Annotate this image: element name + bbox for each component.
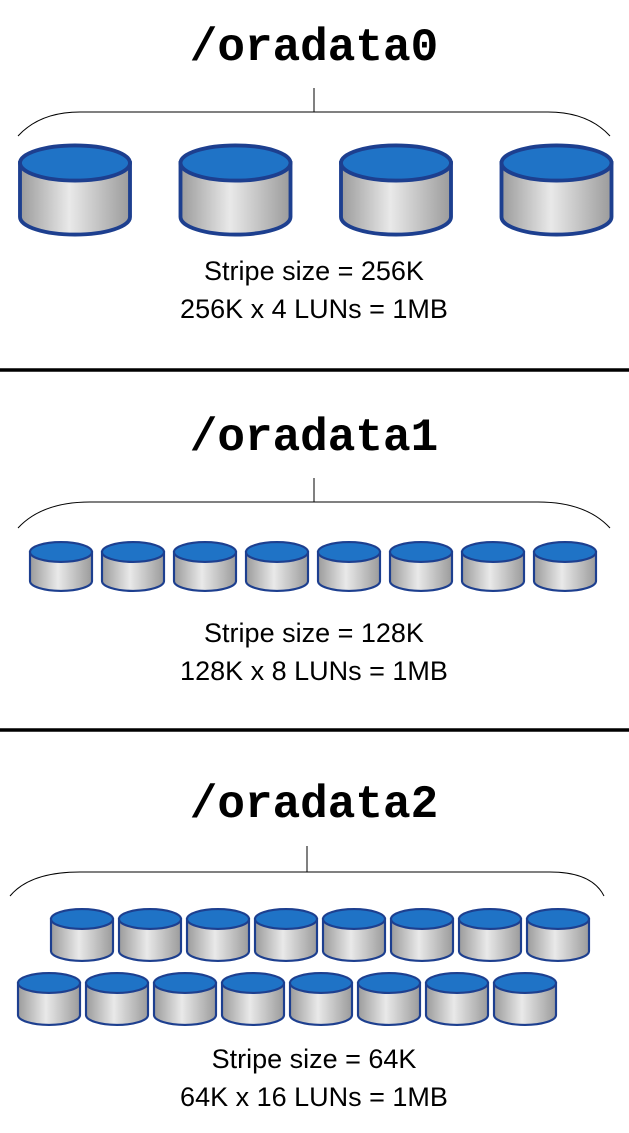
lun-disk-group <box>16 907 591 1026</box>
disk-lun-icon <box>18 143 132 237</box>
group-brace <box>17 88 611 137</box>
stripe-math-label: 64K x 16 LUNs = 1MB <box>180 1082 448 1112</box>
disk-lun-icon <box>388 540 454 592</box>
disk-lun-icon <box>253 907 319 962</box>
section-oradata2: /oradata2 Stripe size = 64K 64K x 16 LUN… <box>9 779 605 1112</box>
stripe-size-label: Stripe size = 64K <box>212 1044 417 1074</box>
section-title: /oradata2 <box>190 779 438 831</box>
disk-lun-icon <box>499 143 614 237</box>
disk-lun-icon <box>339 143 453 237</box>
disk-lun-icon <box>525 907 591 962</box>
section-oradata1: /oradata1 Stripe size = 128K 128K x 8 LU… <box>17 412 611 686</box>
lun-disk-group <box>18 143 614 237</box>
disk-lun-icon <box>16 971 82 1026</box>
lun-disk-group <box>28 540 598 592</box>
stripe-size-label: Stripe size = 256K <box>204 256 424 286</box>
section-oradata0: /oradata0 Stripe size = 256K 256K x 4 LU… <box>17 22 614 324</box>
disk-lun-icon <box>152 971 218 1026</box>
section-title: /oradata1 <box>190 412 438 464</box>
disk-lun-icon <box>460 540 526 592</box>
disk-lun-icon <box>28 540 94 592</box>
disk-lun-icon <box>316 540 382 592</box>
disk-lun-icon <box>117 907 183 962</box>
disk-lun-icon <box>49 907 115 962</box>
disk-lun-icon <box>424 971 490 1026</box>
disk-lun-icon <box>178 143 293 237</box>
disk-lun-icon <box>100 540 166 592</box>
disk-lun-icon <box>172 540 238 592</box>
disk-lun-icon <box>356 971 422 1026</box>
stripe-math-label: 256K x 4 LUNs = 1MB <box>180 294 448 324</box>
stripe-math-label: 128K x 8 LUNs = 1MB <box>180 656 448 686</box>
disk-lun-icon <box>244 540 310 592</box>
group-brace <box>17 478 611 529</box>
section-title: /oradata0 <box>190 22 438 74</box>
disk-lun-icon <box>457 907 523 962</box>
disk-lun-icon <box>288 971 354 1026</box>
disk-lun-icon <box>84 971 150 1026</box>
disk-lun-icon <box>321 907 387 962</box>
disk-lun-icon <box>185 907 251 962</box>
stripe-size-label: Stripe size = 128K <box>204 618 424 648</box>
group-brace <box>9 846 605 897</box>
disk-lun-icon <box>389 907 455 962</box>
disk-lun-icon <box>492 971 558 1026</box>
disk-lun-icon <box>220 971 286 1026</box>
disk-lun-icon <box>532 540 598 592</box>
